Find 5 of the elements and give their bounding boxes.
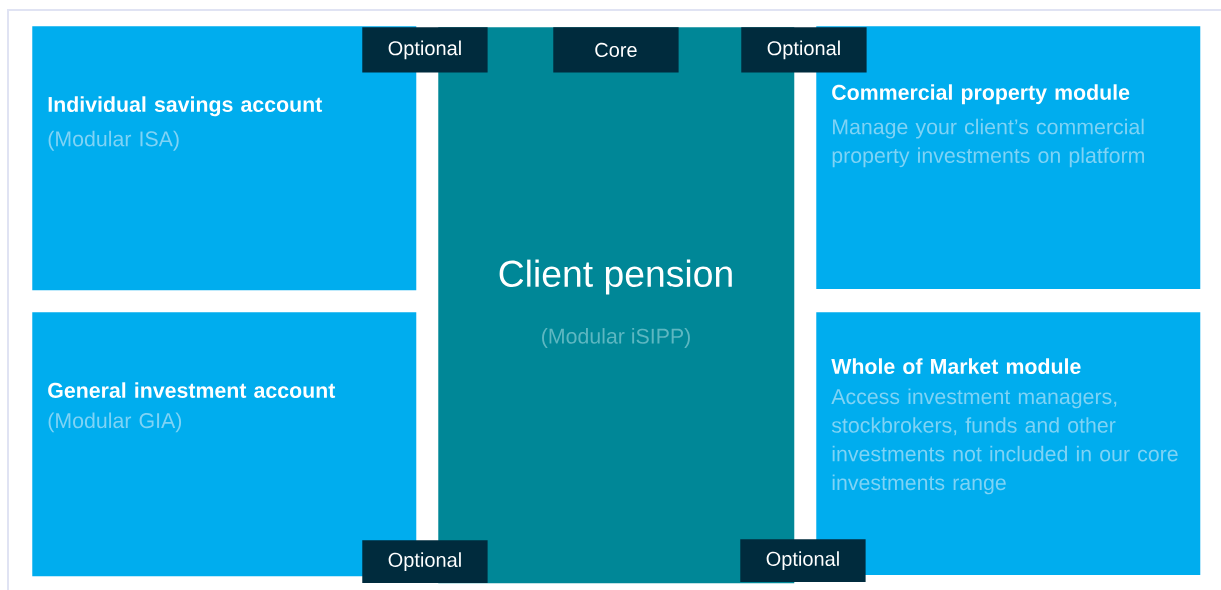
tag-label: Optional xyxy=(362,540,488,583)
tag-label: Optional xyxy=(362,27,488,73)
tag-label: Core xyxy=(553,27,679,73)
tag-label: Optional xyxy=(741,27,867,73)
tag-label: Optional xyxy=(740,539,866,582)
